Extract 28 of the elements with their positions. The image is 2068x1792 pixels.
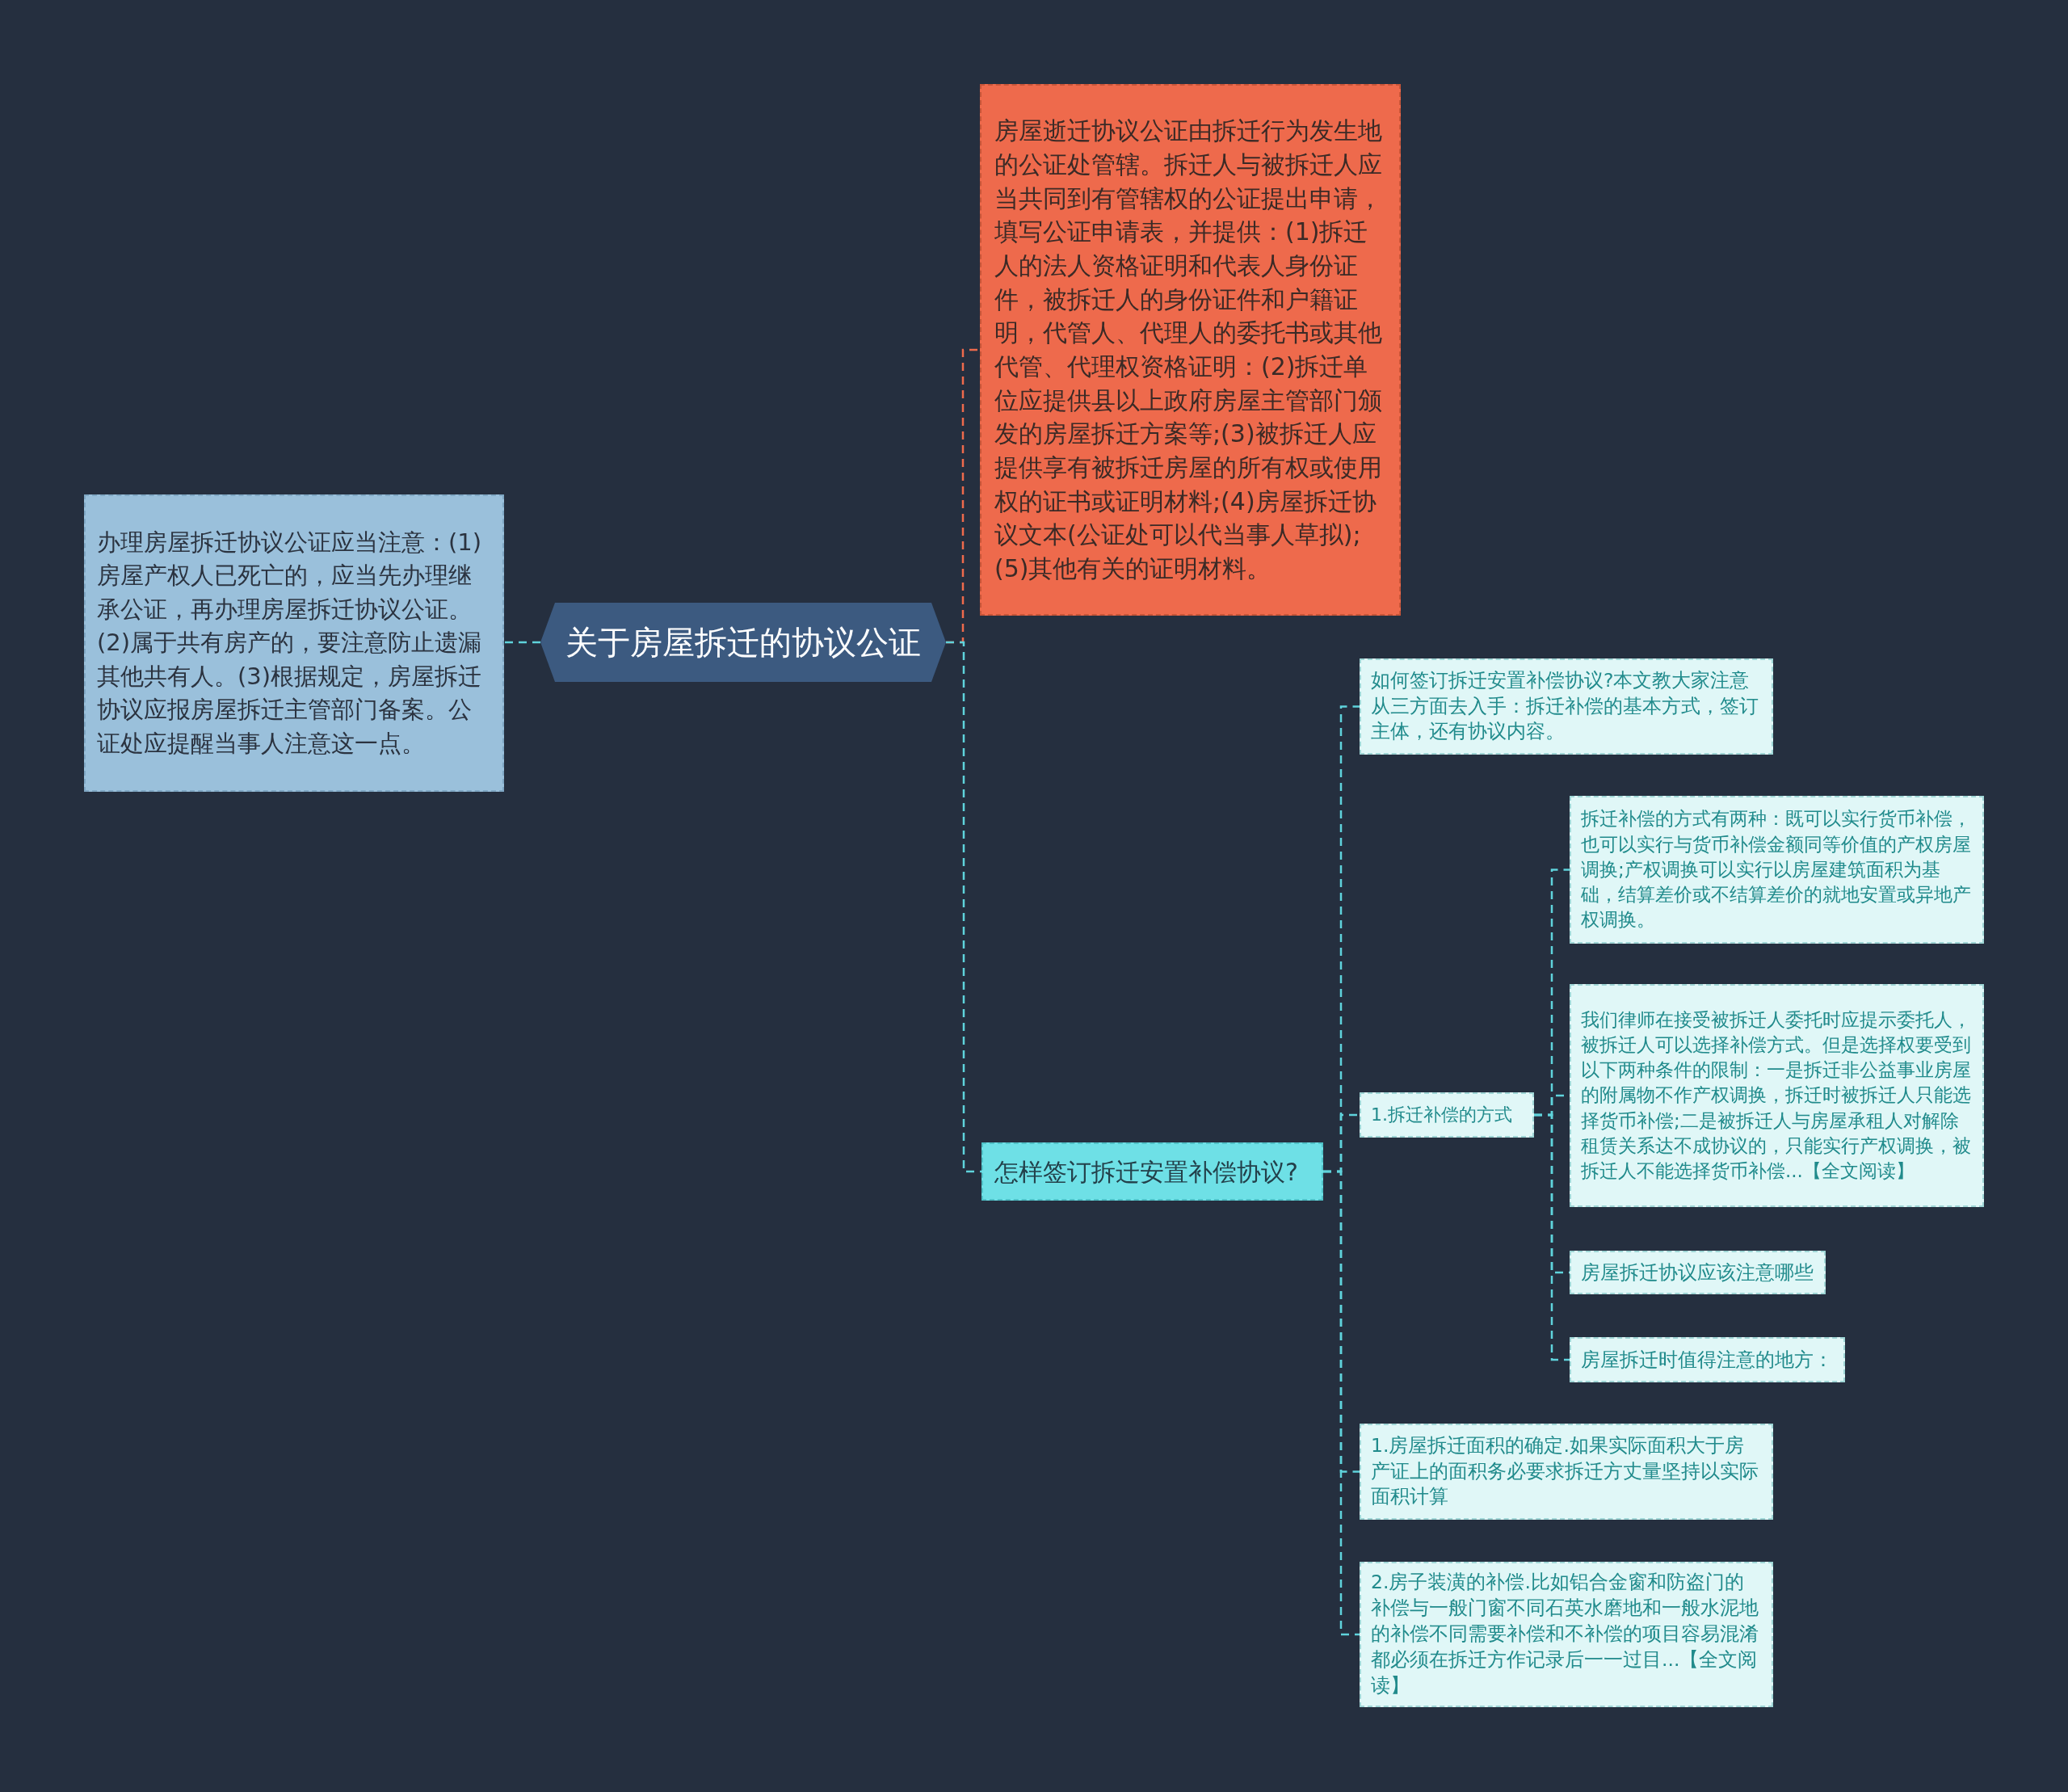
note-text: 办理房屋拆迁协议公证应当注意：(1)房屋产权人已死亡的，应当先办理继承公证，再办理房屋拆迁协议公证。(2)属于共有房产的，要注意防止遗漏其他共有人。(3)根据规定，房屋拆迁协议应报房屋拆迁主管部门备案。公证处应提醒当事人注意这一点。 (97, 527, 483, 759)
note-text: 房屋逝迁协议公证由拆迁行为发生地的公证处管辖。拆迁人与被拆迁人应当共同到有管辖权的公证提出申请，填写公证申请表，并提供：(1)拆迁人的法人资格证明和代表人身份证件，被拆迁人的身份证件和户籍证明，代管人、代理人的委托书或其他代管、代理权资格证明：(2)拆迁单位应提供县以上政府房屋主管部门颁发的房屋拆迁方案等;(3)被拆迁人应提供享有被拆迁房屋的所有权或使用权的证书或证明材料;(4)房屋拆迁协议文本(公证处可以代当事人草拟);(5)其他有关的证明材料。 (994, 116, 1383, 585)
connector-line (1534, 1113, 1570, 1361)
note-box (1570, 1251, 1826, 1294)
note-box (980, 84, 1401, 616)
connector-line (1323, 1170, 1360, 1636)
connector-line (946, 641, 981, 1173)
connector-line (504, 641, 540, 644)
note-text: 拆迁补偿的方式有两种：既可以实行货币补偿，也可以实行与货币补偿金额同等价值的产权房屋调换;产权调换可以实行以房屋建筑面积为基础，结算差价或不结算差价的就地安置或异地产权调换。 (1581, 807, 1972, 932)
note-box (1360, 658, 1773, 755)
note-text: 1.房屋拆迁面积的确定.如果实际面积大于房产证上的面积务必要求拆迁方丈量坚持以实际面积计算 (1371, 1432, 1759, 1510)
topic-title: 关于房屋拆迁的协议公证 (565, 623, 921, 663)
branch-box (981, 1142, 1323, 1201)
note-text: 如何签订拆迁安置补偿协议?本文教大家注意从三方面去入手：拆迁补偿的基本方式，签订主体，还有协议内容。 (1371, 667, 1759, 745)
note-box (1570, 1337, 1845, 1382)
note-box (1360, 1092, 1534, 1138)
note-text: 我们律师在接受被拆迁人委托时应提示委托人，被拆迁人可以选择补偿方式。但是选择权要受到以下两种条件的限制：一是拆迁非公益事业房屋的附属物不作产权调换，拆迁时被拆迁人只能选择货币补偿;二是被拆迁人与房屋承租人对解除租赁关系达不成协议的，只能实行产权调换，被拆迁人不能选择货币补偿...【全文阅读】 (1581, 1007, 1972, 1184)
topic-hexagon (540, 603, 946, 682)
note-text: 房屋拆迁协议应该注意哪些 (1581, 1260, 1814, 1285)
note-text: 怎样签订拆迁安置补偿协议? (994, 1156, 1298, 1188)
note-box (84, 494, 504, 792)
note-box (1360, 1562, 1773, 1707)
note-box (1360, 1424, 1773, 1520)
note-box (1570, 984, 1984, 1207)
note-text: 2.房子装潢的补偿.比如铝合金窗和防盗门的补偿与一般门窗不同石英水磨地和一般水泥地的补偿不同需要补偿和不补偿的项目容易混淆都必须在拆迁方作记录后一一过目...【全文阅读】 (1371, 1570, 1759, 1698)
note-text: 1.拆迁补偿的方式 (1371, 1103, 1512, 1126)
note-box (1570, 796, 1984, 944)
note-text: 房屋拆迁时值得注意的地方： (1581, 1347, 1833, 1373)
